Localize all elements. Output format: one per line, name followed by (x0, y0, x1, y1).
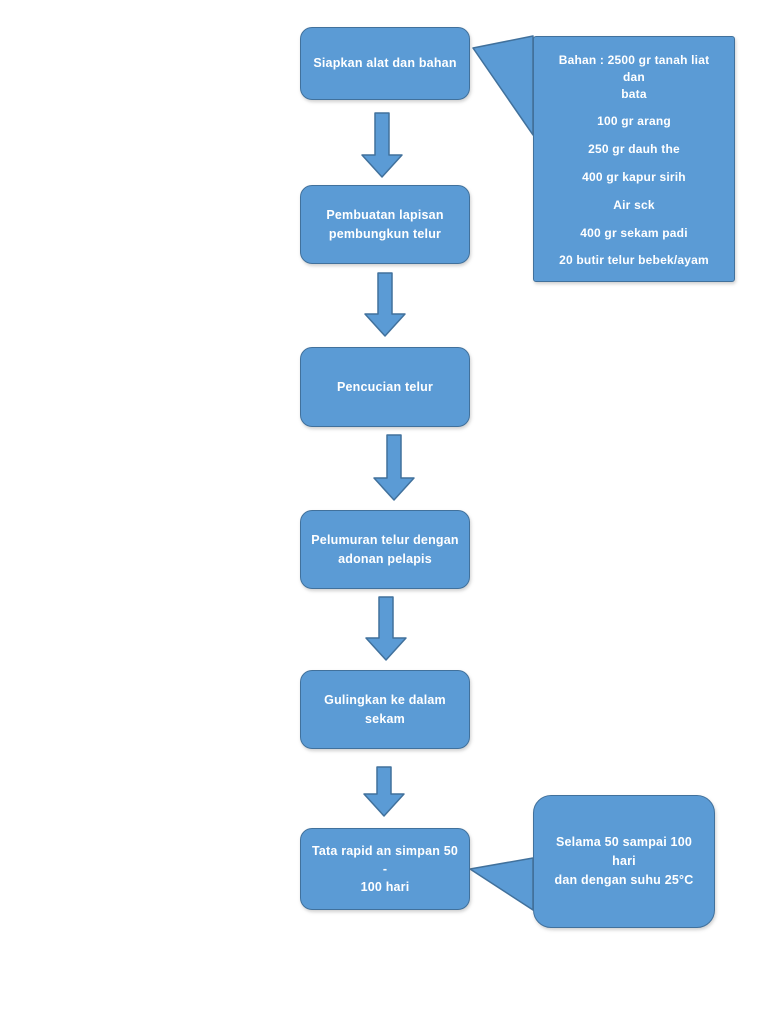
flow-step-siapkan-alat-dan-bahan: Siapkan alat dan bahan (300, 27, 470, 100)
flow-step-pelumuran-telur: Pelumuran telur dengan adonan pelapis (300, 510, 470, 589)
flow-arrow-down-icon (361, 112, 403, 178)
flow-arrow-down-icon (363, 766, 405, 817)
flow-step-label: Pencucian telur (336, 379, 434, 394)
flow-step-pembuatan-lapisan: Pembuatan lapisan pembungkun telur (300, 185, 470, 264)
flow-step-label: Gulingkan ke dalam sekam (324, 693, 446, 726)
flow-step-label: Pelumuran telur dengan adonan pelapis (311, 533, 459, 566)
callout-tail-storage-icon (469, 857, 534, 911)
flow-step-label: Pembuatan lapisan pembungkun telur (326, 208, 444, 241)
flow-arrow-down-icon (365, 596, 407, 661)
flow-step-pencucian-telur: Pencucian telur (300, 347, 470, 427)
callout-materials-line: Air sck (613, 197, 655, 212)
callout-materials-line: 400 gr sekam padi (580, 225, 688, 240)
callout-materials-line: 100 gr arang (597, 114, 671, 129)
flow-step-label: Tata rapid an simpan 50 - 100 hari (311, 843, 459, 895)
flow-step-label: Siapkan alat dan bahan (313, 56, 457, 71)
flow-arrow-down-icon (364, 272, 406, 337)
flow-arrow-down-icon (373, 434, 415, 501)
callout-materials-line: 250 gr dauh the (588, 142, 680, 157)
callout-materials-line: 20 butir telur bebek/ayam (559, 253, 709, 268)
callout-materials-line: Bahan : 2500 gr tanah liat dan bata (558, 53, 710, 101)
callout-materials-line: 400 gr kapur sirih (582, 169, 686, 184)
callout-tail-materials-icon (472, 35, 534, 136)
flow-step-gulingkan-sekam: Gulingkan ke dalam sekam (300, 670, 470, 749)
callout-materials: Bahan : 2500 gr tanah liat dan bata 100 … (533, 36, 735, 282)
flow-step-tata-rapi-simpan: Tata rapid an simpan 50 - 100 hari (300, 828, 470, 910)
callout-storage-duration: Selama 50 sampai 100 hari dan dengan suh… (533, 795, 715, 928)
callout-storage-text: Selama 50 sampai 100 hari dan dengan suh… (554, 835, 694, 887)
